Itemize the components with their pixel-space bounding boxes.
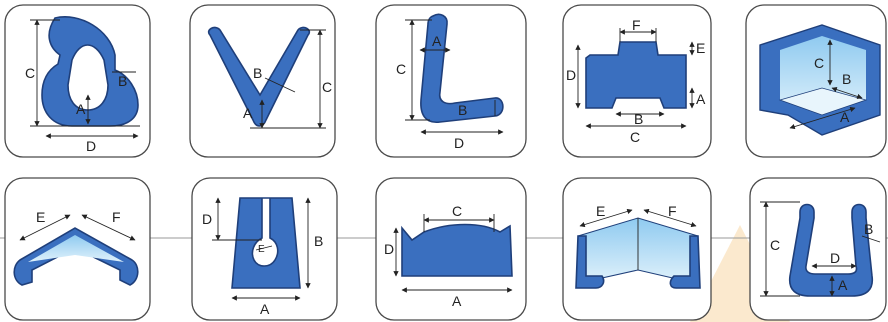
corner-guard-edge-left [575,235,605,289]
card-v-profile[interactable]: B C A [189,4,336,158]
label: B [118,73,127,89]
v-profile-shape [207,26,311,127]
label: B [253,65,262,81]
t-profile-shape [585,41,687,109]
label: F [112,209,121,225]
label: D [202,211,212,227]
label: C [396,61,406,77]
card-u-clip[interactable]: C B A D [4,4,151,158]
label: A [838,277,848,293]
card-corner-guard[interactable]: E F [562,177,712,321]
label: D [86,138,96,154]
label: C [452,203,462,219]
label: B [634,111,643,127]
label: D [830,250,840,266]
corner-guard-edge-right [669,235,701,289]
label: B [458,102,467,118]
label: B [314,233,323,249]
label: C [322,79,332,95]
slot-trapezoid-shape [231,197,301,289]
label: A [243,105,253,121]
label: E [258,244,265,255]
label: F [668,203,677,219]
label: A [76,101,86,117]
label: C [630,129,640,145]
label: B [842,71,851,87]
label: E [596,203,605,219]
label: A [840,109,850,125]
label: B [864,221,873,237]
label: C [25,65,35,81]
label: C [814,55,824,71]
card-slot-trapezoid[interactable]: D B E A [191,177,338,321]
u-channel-shape [788,203,874,297]
card-angle-guard[interactable]: E F [4,177,151,321]
card-u-channel[interactable]: C B D A [749,177,887,321]
label: D [454,135,464,151]
label: A [260,301,270,317]
label: D [566,67,576,83]
label: D [384,241,394,257]
label: A [452,293,462,309]
angle-guard-face [28,235,124,262]
card-l-profile[interactable]: A C B D [375,4,527,158]
label: A [696,91,706,107]
label: C [770,237,780,253]
card-arch-profile[interactable]: C D A [375,177,527,321]
l-profile-shape [420,13,504,124]
label: E [696,40,705,56]
label: A [432,33,442,49]
card-t-profile[interactable]: F E D A B C [562,4,712,158]
card-corner-cube[interactable]: C B A [745,4,887,158]
label: F [632,17,641,33]
label: E [36,209,45,225]
